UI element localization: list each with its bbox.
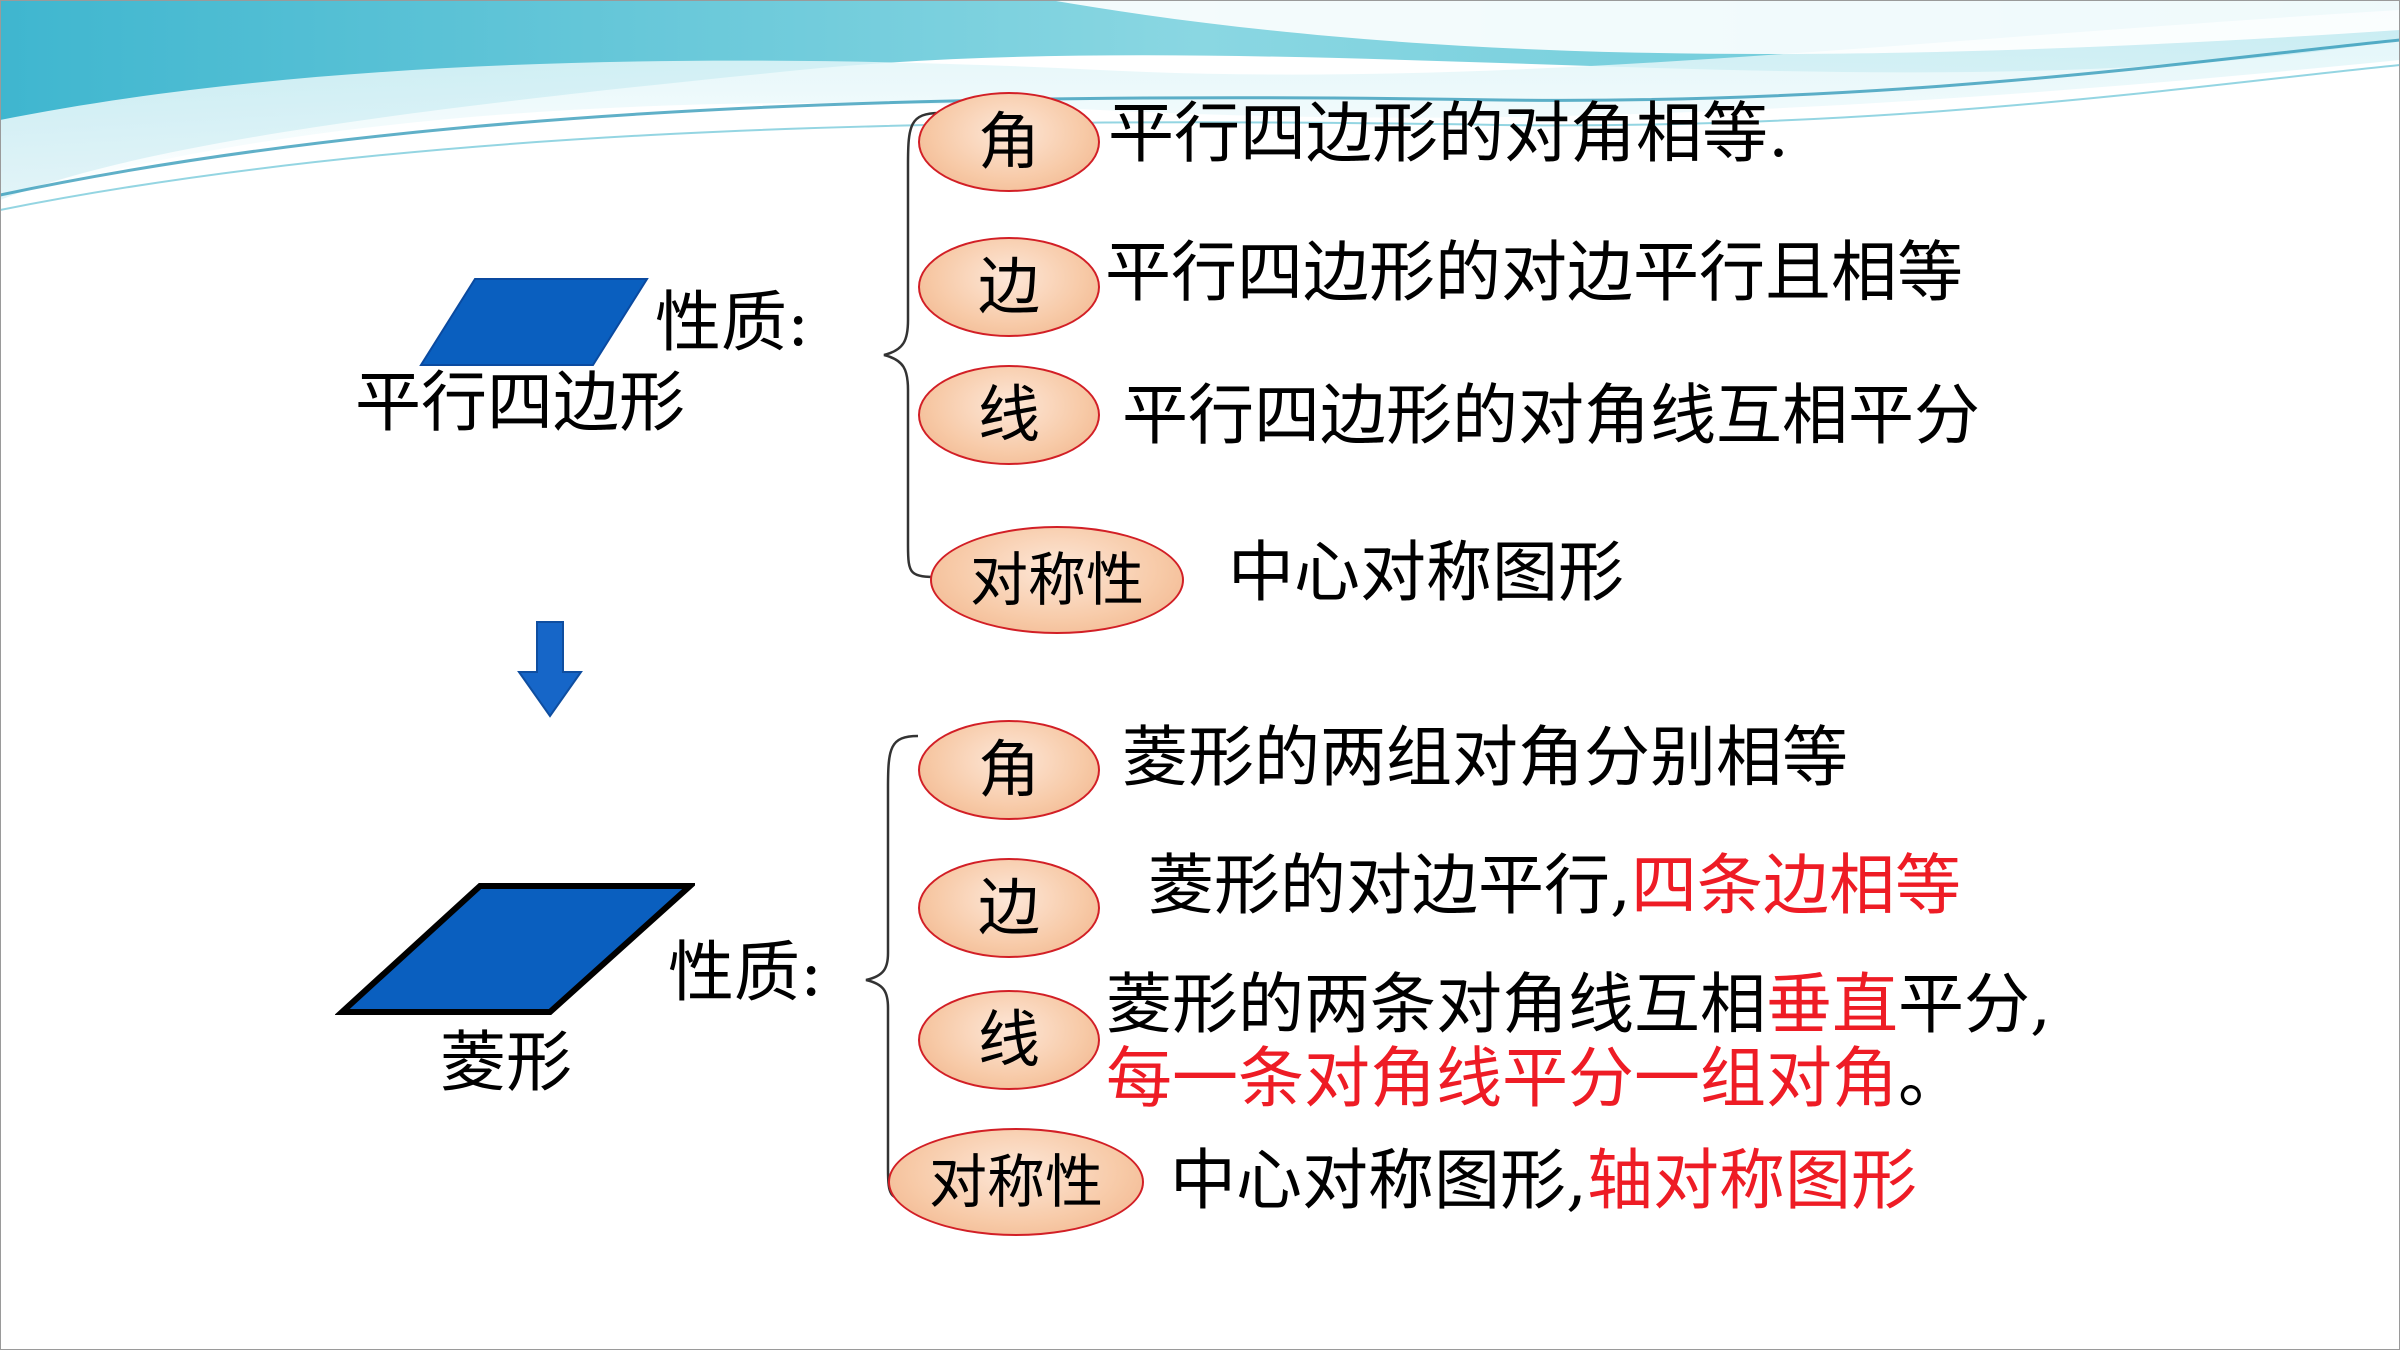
rhombus-shape: [335, 883, 695, 1015]
tag-side: 边: [918, 858, 1100, 958]
parallelogram-shape: [419, 278, 649, 366]
rhombus-diagonal-line2-red: 每一条对角线平分一组对角: [1106, 1040, 1898, 1117]
tag-symmetry: 对称性: [888, 1128, 1144, 1236]
parallelogram-diagonal-text: 平行四边形的对角线互相平分: [1122, 377, 1980, 454]
tag-diagonal: 线: [918, 365, 1100, 465]
rhombus-diagonal-line2-end: 。: [1898, 1040, 1964, 1117]
tag-diagonal: 线: [918, 990, 1100, 1090]
parallelogram-brace: [883, 111, 941, 579]
parallelogram-side-text: 平行四边形的对边平行且相等: [1105, 234, 1963, 311]
rhombus-angle-text: 菱形的两组对角分别相等: [1122, 719, 1848, 796]
rhombus-brace: [865, 734, 919, 1202]
rhombus-side-text-red: 四条边相等: [1630, 847, 1961, 924]
rhombus-diagonal-line1: 菱形的两条对角线互相垂直平分,: [1106, 972, 2051, 1038]
wave-header: [0, 0, 2400, 230]
rhombus-side-text: 菱形的对边平行,四条边相等: [1148, 853, 1961, 919]
down-arrow-icon: [517, 621, 583, 718]
rhombus-diagonal-line1-a: 菱形的两条对角线互相: [1106, 966, 1766, 1043]
parallelogram-props-label: 性质:: [655, 284, 810, 361]
rhombus-symmetry-text: 中心对称图形,轴对称图形: [1170, 1148, 1917, 1214]
tag-angle: 角: [918, 92, 1100, 192]
tag-side: 边: [918, 237, 1100, 337]
parallelogram-symmetry-text: 中心对称图形: [1228, 534, 1624, 611]
rhombus-name: 菱形: [440, 1024, 572, 1101]
rhombus-diagonal-line1-red: 垂直: [1766, 966, 1898, 1043]
rhombus-symmetry-text-black: 中心对称图形,: [1170, 1142, 1587, 1219]
rhombus-props-label: 性质:: [668, 934, 823, 1011]
rhombus-diagonal-line2: 每一条对角线平分一组对角。: [1106, 1046, 1964, 1112]
tag-symmetry: 对称性: [930, 526, 1184, 634]
parallelogram-name: 平行四边形: [355, 364, 685, 441]
tag-angle: 角: [918, 720, 1100, 820]
rhombus-symmetry-text-red: 轴对称图形: [1586, 1142, 1917, 1219]
rhombus-diagonal-line1-c: 平分,: [1898, 966, 2051, 1043]
rhombus-side-text-black: 菱形的对边平行,: [1148, 847, 1631, 924]
parallelogram-angle-text: 平行四边形的对角相等.: [1108, 95, 1789, 172]
